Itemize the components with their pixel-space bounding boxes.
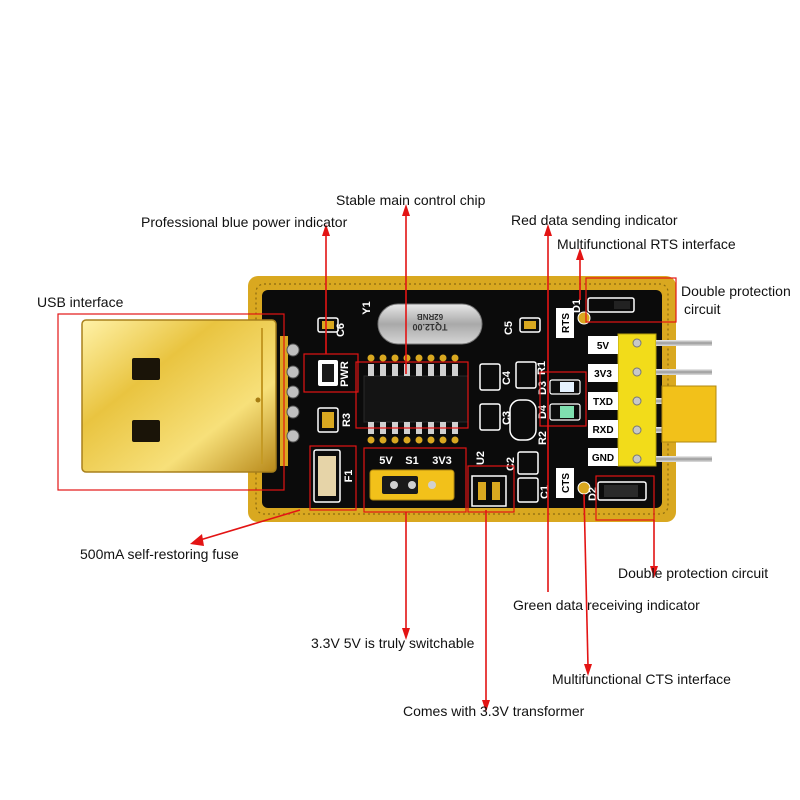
silk-y1: Y1 <box>361 301 373 314</box>
silk-3v3: 3V3 <box>432 455 452 467</box>
crystal-text-1: TQ12.00 <box>412 322 447 332</box>
d2-box <box>595 475 655 521</box>
label-transformer: Comes with 3.3V transformer <box>403 703 585 719</box>
silk-c1: C1 <box>539 485 551 499</box>
silk-r2: R2 <box>537 431 549 445</box>
label-double-protection-top-2: circuit <box>684 301 721 317</box>
silk-d2: D2 <box>587 487 599 501</box>
leader-arrows <box>190 204 658 712</box>
silk-r1-visible: R1 <box>536 361 548 375</box>
label-switch: 3.3V 5V is truly switchable <box>311 635 475 651</box>
label-usb: USB interface <box>37 294 124 310</box>
usb-plug <box>81 319 277 473</box>
cts-box <box>556 468 574 498</box>
label-cts: Multifunctional CTS interface <box>552 671 731 687</box>
crystal-text-2: 62RNB <box>417 312 443 321</box>
pin-label-rxd: RXD <box>592 425 613 436</box>
silk-c6: C6 <box>335 323 347 337</box>
fuse-box <box>309 445 357 511</box>
silk-c5: C5 <box>503 321 515 335</box>
label-main-chip: Stable main control chip <box>336 192 486 208</box>
silk-5v: 5V <box>379 455 393 467</box>
switch-box <box>363 447 467 513</box>
pin-header <box>617 333 717 467</box>
label-fuse: 500mA self-restoring fuse <box>80 546 239 562</box>
voltage-jumper <box>369 469 455 501</box>
crystal-oscillator: TQ12.00 62RNB <box>377 303 483 345</box>
label-red-led: Red data sending indicator <box>511 212 678 228</box>
chip-box <box>355 361 469 429</box>
regulator-box <box>467 465 515 513</box>
d1-box <box>585 277 677 323</box>
silk-pwr: PWR <box>339 361 351 387</box>
pin-label-3v3: 3V3 <box>594 369 612 380</box>
pin-label-gnd: GND <box>592 453 614 464</box>
pin-labels: 5V 3V3 TXD RXD GND <box>588 336 618 466</box>
label-double-protection-bottom: Double protection circuit <box>618 565 769 581</box>
silk-c3: C3 <box>501 411 513 425</box>
smd-components <box>313 297 647 507</box>
silk-u2: U2 <box>475 451 487 465</box>
label-green-led: Green data receiving indicator <box>513 597 700 613</box>
green-led <box>560 406 574 418</box>
led-indicators <box>549 379 581 421</box>
silk-rts: RTS <box>561 313 572 333</box>
usb-box <box>57 313 285 491</box>
silk-f1: F1 <box>343 470 355 483</box>
leader-lines <box>199 214 655 702</box>
annotation-boxes <box>57 277 677 521</box>
silk-c2: C2 <box>505 457 517 471</box>
led-box <box>539 371 587 427</box>
red-led <box>560 382 574 392</box>
pin-label-txd: TXD <box>593 397 613 408</box>
label-power-indicator: Professional blue power indicator <box>141 214 348 230</box>
pin-label-5v: 5V <box>597 341 610 352</box>
silk-cts: CTS <box>561 473 572 493</box>
silk-r3: R3 <box>341 413 353 427</box>
label-rts: Multifunctional RTS interface <box>557 236 736 252</box>
label-double-protection-top-1: Double protection <box>681 283 791 299</box>
silk-s1: S1 <box>405 455 418 467</box>
pwr-box <box>303 353 359 393</box>
silk-c4: C4 <box>501 370 513 385</box>
rts-box <box>556 308 574 338</box>
